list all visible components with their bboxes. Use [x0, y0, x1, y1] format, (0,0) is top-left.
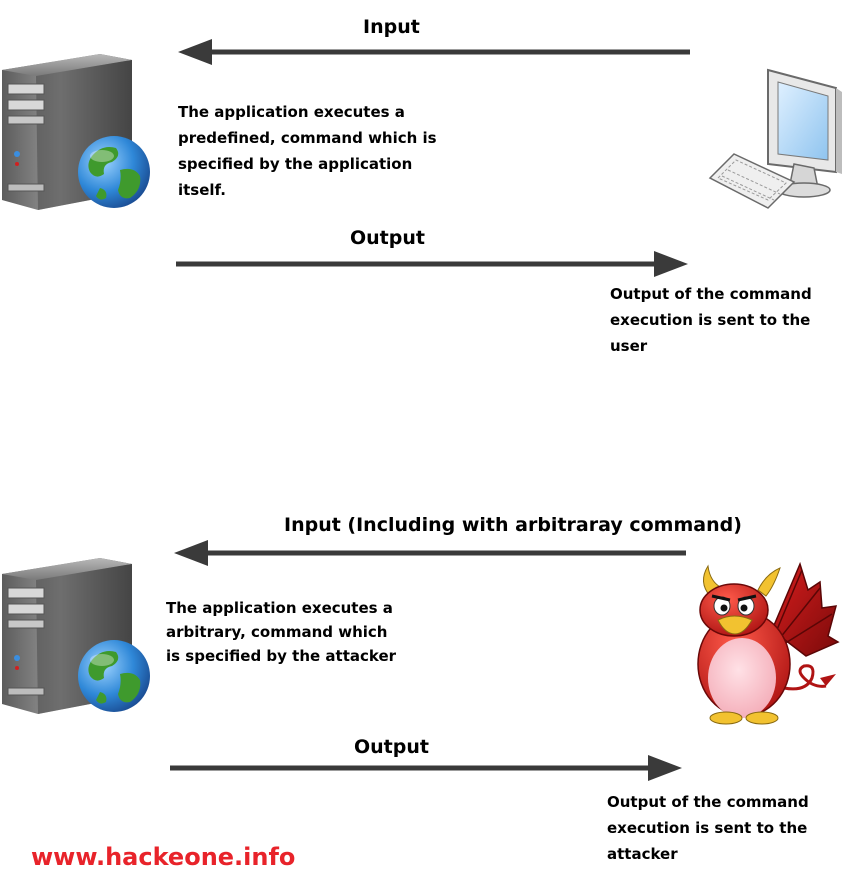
- server-globe-icon: [0, 52, 155, 212]
- description-line: attacker: [607, 845, 678, 863]
- devil-mascot-icon: [688, 560, 840, 730]
- description-line: The application executes a: [166, 599, 393, 617]
- description-line: itself.: [178, 181, 226, 199]
- watermark-text: www.hackeone.info: [31, 843, 296, 871]
- output-label: Output: [354, 736, 429, 758]
- description-line: predefined, command which is: [178, 129, 437, 147]
- description-line: The application executes a: [178, 103, 405, 121]
- description-line: Output of the command: [610, 285, 812, 303]
- description-line: is specified by the attacker: [166, 647, 397, 665]
- client-description: Output of the command execution is sent …: [610, 281, 812, 359]
- attacker-description: Output of the command execution is sent …: [607, 789, 809, 867]
- description-line: execution is sent to the: [607, 819, 808, 837]
- description-line: user: [610, 337, 648, 355]
- server-description: The application executes a arbitrary, co…: [166, 596, 396, 668]
- server-description: The application executes a predefined, c…: [178, 99, 437, 203]
- input-arrow: [176, 36, 692, 68]
- description-line: Output of the command: [607, 793, 809, 811]
- description-line: arbitrary, command which: [166, 623, 388, 641]
- input-label: Input: [363, 16, 420, 38]
- server-globe-icon: [0, 556, 155, 716]
- output-label: Output: [350, 227, 425, 249]
- description-line: execution is sent to the: [610, 311, 811, 329]
- output-arrow: [174, 248, 690, 280]
- input-arrow: [172, 537, 688, 569]
- description-line: specified by the application: [178, 155, 413, 173]
- output-arrow: [168, 752, 684, 784]
- input-label: Input (Including with arbitraray command…: [284, 514, 742, 536]
- desktop-computer-icon: [706, 66, 846, 212]
